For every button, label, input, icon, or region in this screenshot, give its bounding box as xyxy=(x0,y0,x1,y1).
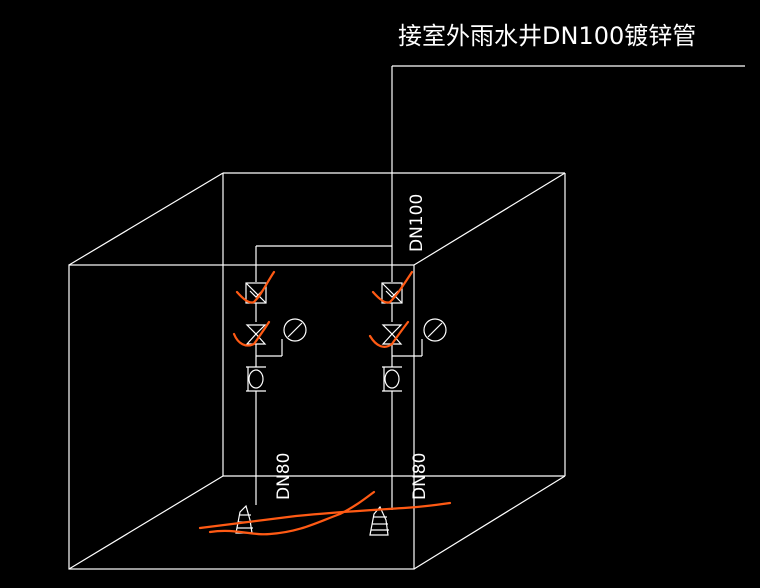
left-gate-valve-icon xyxy=(245,324,267,335)
pit-top-right-depth xyxy=(413,172,566,266)
pit-top-left-depth xyxy=(68,172,224,266)
right-pressure-gauge-icon xyxy=(423,318,447,342)
markup-right-gate-valve xyxy=(368,320,410,348)
right-pump-icon xyxy=(369,505,389,536)
left-pump-branch xyxy=(235,282,307,534)
pit-bottom-left-depth xyxy=(68,475,224,570)
markup-left-gate-valve xyxy=(232,320,271,347)
riser-size-label: DN100 xyxy=(407,194,427,252)
right-pump-branch xyxy=(369,282,447,536)
left-pressure-gauge-icon xyxy=(283,318,307,342)
markup-bottom-line-2 xyxy=(208,490,376,536)
markup-left-check-valve xyxy=(235,270,276,304)
right-pipe-size-label: DN80 xyxy=(410,453,430,500)
outlet-note-label: 接室外雨水井DN100镀锌管 xyxy=(398,22,696,50)
sump-pit-box xyxy=(68,172,566,570)
pit-front-face xyxy=(68,264,415,570)
markup-annotations xyxy=(198,270,452,536)
right-gate-valve-icon xyxy=(381,324,403,335)
left-pipe-size-label: DN80 xyxy=(274,453,294,500)
markup-right-check-valve xyxy=(371,270,414,304)
markup-bottom-line-1 xyxy=(198,501,452,530)
left-pump-icon xyxy=(235,504,253,534)
pit-bottom-right-depth xyxy=(413,475,566,570)
discharge-piping xyxy=(255,66,393,282)
